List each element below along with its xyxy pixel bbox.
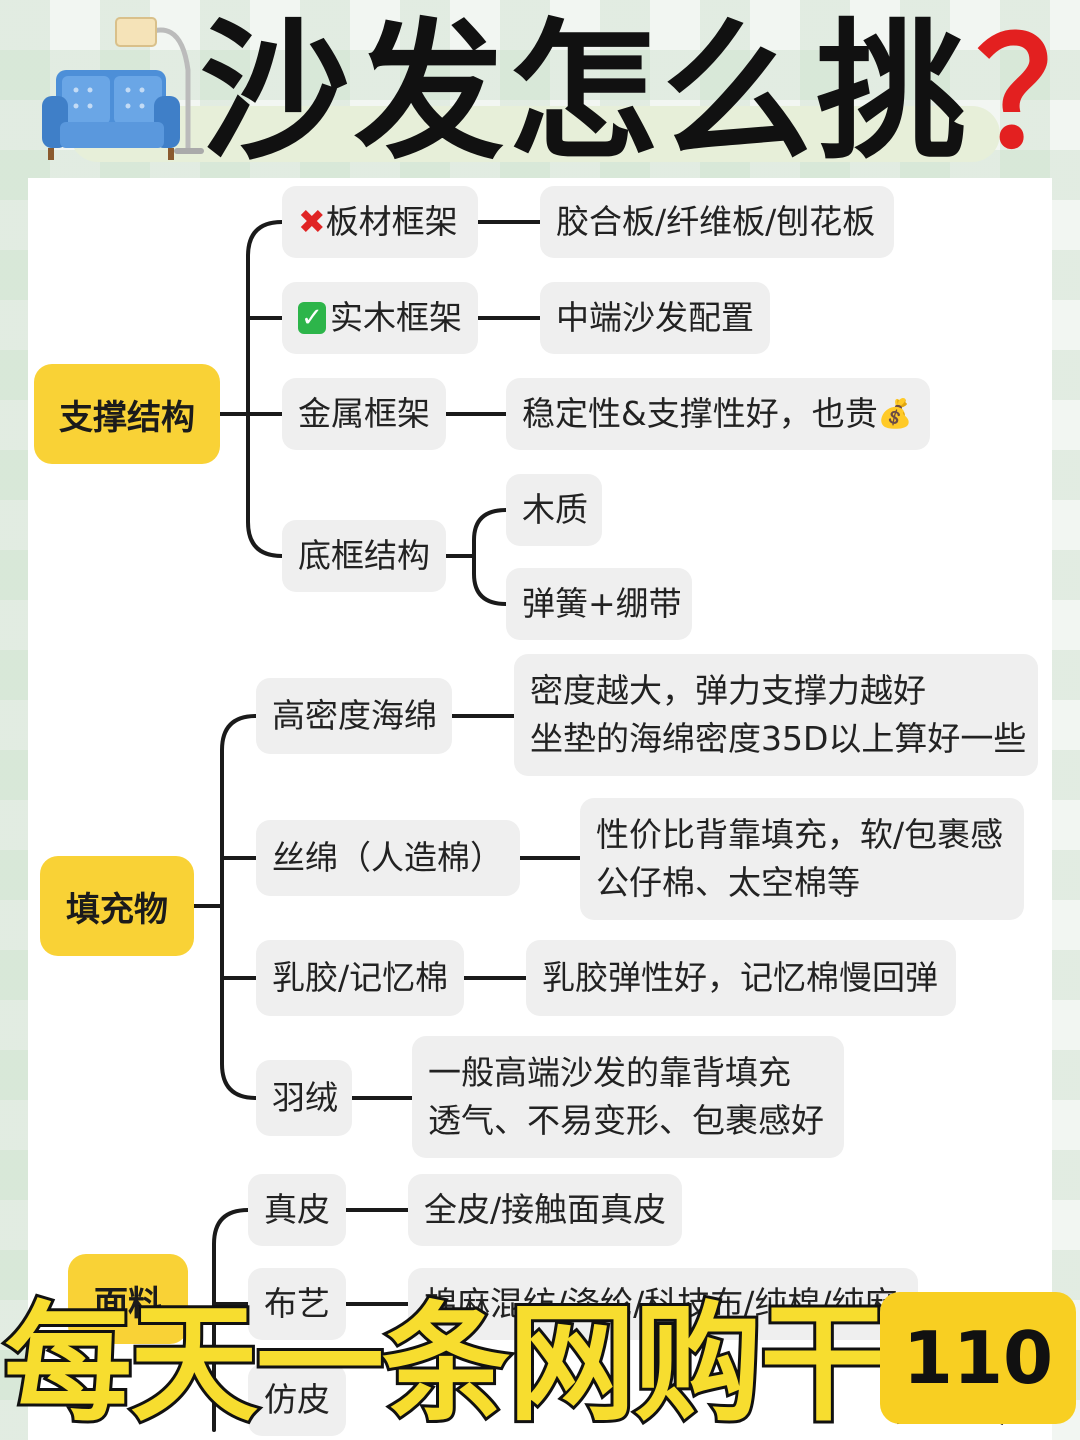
floor-lamp-icon [115, 17, 204, 154]
child-spring-strap: 弹簧+绷带 [506, 568, 692, 640]
detail-solid-wood-frame: 中端沙发配置 [540, 282, 770, 354]
category-support-structure: 支撑结构 [34, 364, 220, 464]
node-solid-wood-frame: ✓ 实木框架 [282, 282, 478, 354]
detail-board-frame: 胶合板/纤维板/刨花板 [540, 186, 894, 258]
node-latex-memory-foam: 乳胶/记忆棉 [256, 940, 464, 1016]
question-mark: ？ [976, 20, 1080, 170]
category-fabric: 面料 [68, 1254, 188, 1344]
detail-metal-frame: 稳定性&支撑性好，也贵 💰 [506, 378, 930, 450]
category-filling: 填充物 [40, 856, 194, 956]
detail-line: 一般高端沙发的靠背填充 [428, 1053, 791, 1092]
node-genuine-leather: 真皮 [248, 1174, 346, 1246]
node-label: 实木框架 [330, 298, 462, 337]
detail-line: 公仔棉、太空棉等 [596, 863, 860, 902]
detail-latex-memory-foam: 乳胶弹性好，记忆棉慢回弹 [526, 940, 956, 1016]
node-synthetic-cotton: 丝绵（人造棉） [256, 820, 520, 896]
node-board-frame: ✖ 板材框架 [282, 186, 478, 258]
detail-synthetic-cotton: 性价比背靠填充，软/包裹感 公仔棉、太空棉等 [580, 798, 1024, 920]
node-metal-frame: 金属框架 [282, 378, 446, 450]
node-faux-leather: 仿皮 [248, 1364, 346, 1436]
detail-genuine-leather: 全皮/接触面真皮 [408, 1174, 682, 1246]
detail-text: 稳定性&支撑性好，也贵 [522, 394, 878, 433]
node-base-frame: 底框结构 [282, 520, 446, 592]
detail-down: 一般高端沙发的靠背填充 透气、不易变形、包裹感好 [412, 1036, 844, 1158]
sofa-icon [42, 17, 204, 160]
detail-line: 密度越大，弹力支撑力越好 [530, 671, 926, 710]
node-high-density-foam: 高密度海绵 [256, 678, 452, 754]
cross-mark-icon: ✖ [298, 202, 326, 241]
detail-high-density-foam: 密度越大，弹力支撑力越好 坐垫的海绵密度35D以上算好一些 [514, 654, 1038, 776]
money-bag-icon: 💰 [877, 397, 913, 430]
issue-number-badge: 110 [880, 1292, 1076, 1424]
node-fabric-cloth: 布艺 [248, 1268, 346, 1340]
child-wood: 木质 [506, 474, 602, 546]
detail-line: 透气、不易变形、包裹感好 [428, 1101, 824, 1140]
detail-fabric-cloth: 棉麻混纺/涤纶/科技布/纯棉/纯麻 [408, 1268, 918, 1340]
node-label: 板材框架 [325, 202, 458, 241]
detail-line: 性价比背靠填充，软/包裹感 [596, 815, 1004, 854]
check-mark-icon: ✓ [298, 302, 326, 334]
daily-tips-banner: 每天一条网购干货 [1, 1287, 1017, 1440]
title-highlight [70, 106, 1000, 162]
page-title: 沙发怎么挑 [200, 6, 971, 180]
node-down: 羽绒 [256, 1060, 352, 1136]
detail-line: 坐垫的海绵密度35D以上算好一些 [530, 719, 1027, 758]
